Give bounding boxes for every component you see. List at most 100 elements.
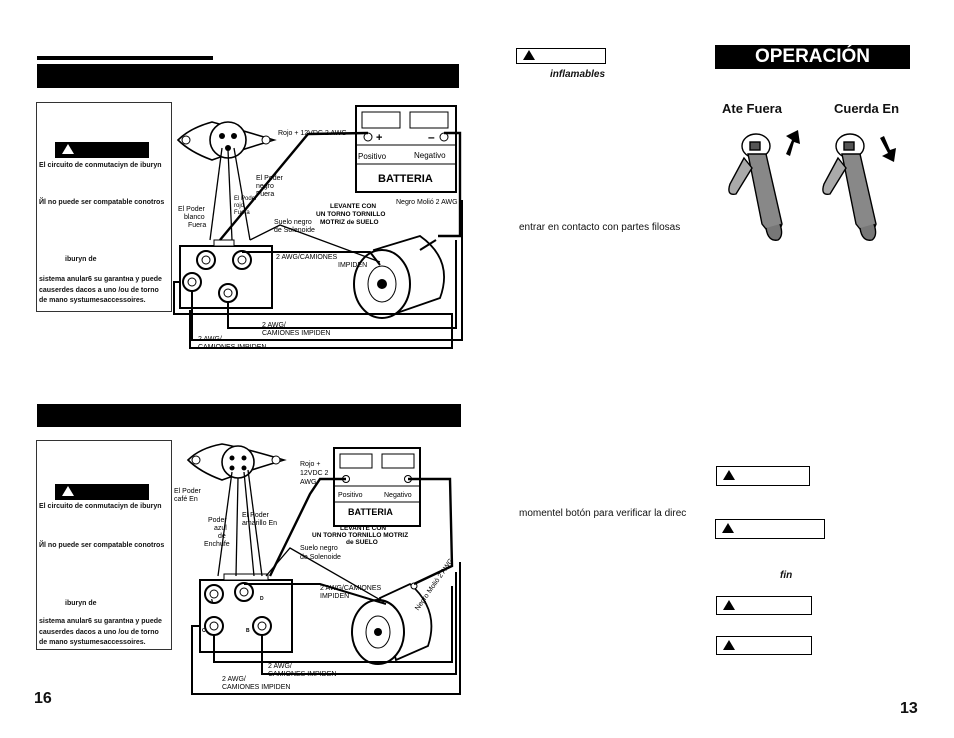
svg-text:de Solenoide: de Solenoide (274, 227, 315, 234)
negative-label: Negativo (384, 492, 412, 499)
positive-cable-label: Rojo + (300, 461, 320, 468)
fin-text: fin (780, 570, 793, 581)
warning-label (55, 142, 149, 158)
section1-header-bar (37, 64, 459, 88)
svg-text:rojo: rojo (234, 203, 245, 209)
warning-label (715, 519, 825, 539)
svg-text:UN TORNO TORNILLO MOTRIZ: UN TORNO TORNILLO MOTRIZ (312, 532, 408, 539)
arrow-up-icon (786, 130, 800, 156)
svg-text:–: – (428, 130, 435, 144)
cable-3-label: 2 AWG/ (222, 676, 246, 683)
cable-1-label: 2 AWG/CAMIONES (320, 585, 382, 592)
warning-text-line: sistema anular6 su garantнa y puede (39, 618, 162, 625)
svg-text:AWG: AWG (300, 479, 316, 486)
operation-title-bar: OPERACIÓN (715, 45, 910, 69)
remote-in-illustration (822, 133, 896, 241)
warning-label (716, 466, 810, 486)
warning-text-line: de mano systшmesaccessoires. (39, 639, 146, 646)
ground-black-label: Suelo negro (300, 545, 338, 552)
terminal-label: A (210, 599, 214, 605)
warning-text-line: de mano systшmesaccessoires. (39, 297, 146, 304)
svg-text:CAMIONES IMPIDEN: CAMIONES IMPIDEN (268, 671, 336, 678)
ate-fuera-label: Ate Fuera (722, 101, 782, 116)
warning-triangle-icon (62, 144, 74, 154)
remote-control-icon (822, 133, 877, 241)
cuerda-en-label: Cuerda En (834, 101, 900, 116)
battery-icon: + – (355, 105, 457, 193)
svg-text:CAMIONES IMPIDEN: CAMIONES IMPIDEN (222, 684, 290, 691)
positive-label: Positivo (338, 492, 363, 499)
plug-socket-icon (176, 121, 277, 161)
battery-label: BATTERIA (348, 507, 393, 517)
svg-text:de Solenoide: de Solenoide (300, 554, 341, 561)
terminal-label: B (246, 628, 250, 634)
remote-control-icon (728, 133, 783, 241)
positive-cable-label: Rojo + 12VDC 2 AWG (278, 130, 347, 137)
svg-text:de: de (218, 533, 226, 540)
page-number-left: 16 (34, 690, 52, 707)
battery-icon (333, 447, 421, 527)
button-check-text: momentel botón para verificar la direc (519, 508, 687, 519)
svg-text:Fuera: Fuera (234, 210, 250, 216)
cable-2-label: 2 AWG/ (262, 322, 286, 329)
plug-socket-icon (186, 443, 287, 481)
power-black-out-label: El Poder (256, 175, 284, 182)
svg-text:12VDC 2: 12VDC 2 (300, 470, 329, 477)
svg-text:Fuera: Fuera (256, 191, 274, 198)
winch-motor-icon (351, 582, 433, 665)
section1-warning-panel: El circuito de conmutaciуn de iburyn Йl … (36, 102, 172, 312)
warning-triangle-icon (723, 600, 735, 610)
svg-text:Enchufe: Enchufe (204, 541, 230, 548)
terminal-label: C (202, 628, 206, 634)
svg-text:de SUELO: de SUELO (346, 539, 378, 546)
svg-text:negro: negro (256, 183, 274, 190)
negative-cable-label: Negro Molió 2 AWG (414, 558, 455, 612)
power-white-out-label: El Poder (178, 206, 206, 213)
header-rule (37, 56, 213, 60)
warning-text-line: sistema anular6 su garantнa y puede (39, 276, 162, 283)
operation-title: OPERACIÓN (754, 46, 871, 67)
warning-triangle-icon (723, 640, 735, 650)
lift-motor-label: LEVANTE CON (340, 525, 386, 532)
terminal-label: D (260, 596, 264, 602)
battery-label: BATTERIA (378, 173, 433, 185)
negative-cable-label: Negro Molió 2 AWG (396, 199, 458, 206)
svg-text:blanco: blanco (184, 214, 205, 221)
remote-out-illustration (728, 130, 800, 241)
svg-text:Fuera: Fuera (188, 222, 206, 229)
svg-text:IMPIDEN: IMPIDEN (338, 262, 367, 269)
warning-text-line: El circuito de conmutaciуn de iburyn (39, 162, 162, 169)
positive-label: Positivo (358, 152, 387, 161)
power-yellow-in-label: El Poder (242, 512, 270, 519)
warning-text-line: El circuito de conmutaciуn de iburyn (39, 503, 162, 510)
warning-text-line: iburyn de (65, 600, 97, 607)
svg-text:CAMIONES IMPIDEN: CAMIONES IMPIDEN (198, 344, 266, 351)
warning-text-line: iburyn de (65, 256, 97, 263)
inflamables-text: inflamables (550, 69, 606, 80)
lift-motor-label: LEVANTE CON (330, 203, 376, 210)
warning-label (516, 48, 606, 64)
winch-motor-icon (353, 235, 445, 319)
svg-text:amarillo En: amarillo En (242, 520, 277, 527)
cable-3-label: 2 AWG/ (198, 336, 222, 343)
warning-label (716, 636, 812, 655)
plug-blue-label: Poder (208, 517, 227, 524)
ground-black-label: Suelo negro (274, 219, 312, 226)
warning-triangle-icon (62, 486, 74, 496)
svg-text:café En: café En (174, 496, 198, 503)
wiring-diagram-2: A D C B Rojo + 12VDC 2 AWG Positivo Nega… (174, 443, 461, 695)
arrow-down-icon (880, 136, 896, 162)
negative-label: Negativo (414, 151, 446, 160)
solenoid-box-icon: A D C B (199, 573, 293, 653)
power-brown-in-label: El Poder (174, 488, 202, 495)
svg-text:UN TORNO TORNILLO: UN TORNO TORNILLO (316, 211, 385, 218)
warning-triangle-icon (723, 470, 735, 480)
svg-text:IMPIDEN: IMPIDEN (320, 593, 349, 600)
cable-2-label: 2 AWG/ (268, 663, 292, 670)
power-red-out-label: El Poder (234, 196, 257, 202)
warning-triangle-icon (722, 523, 734, 533)
svg-text:+: + (376, 132, 382, 144)
section2-header-bar (37, 404, 461, 427)
warning-text-line: Йl no puede ser compatable conotros (39, 542, 165, 549)
warning-text-line: Йl no puede ser compatable conotros (39, 199, 165, 206)
